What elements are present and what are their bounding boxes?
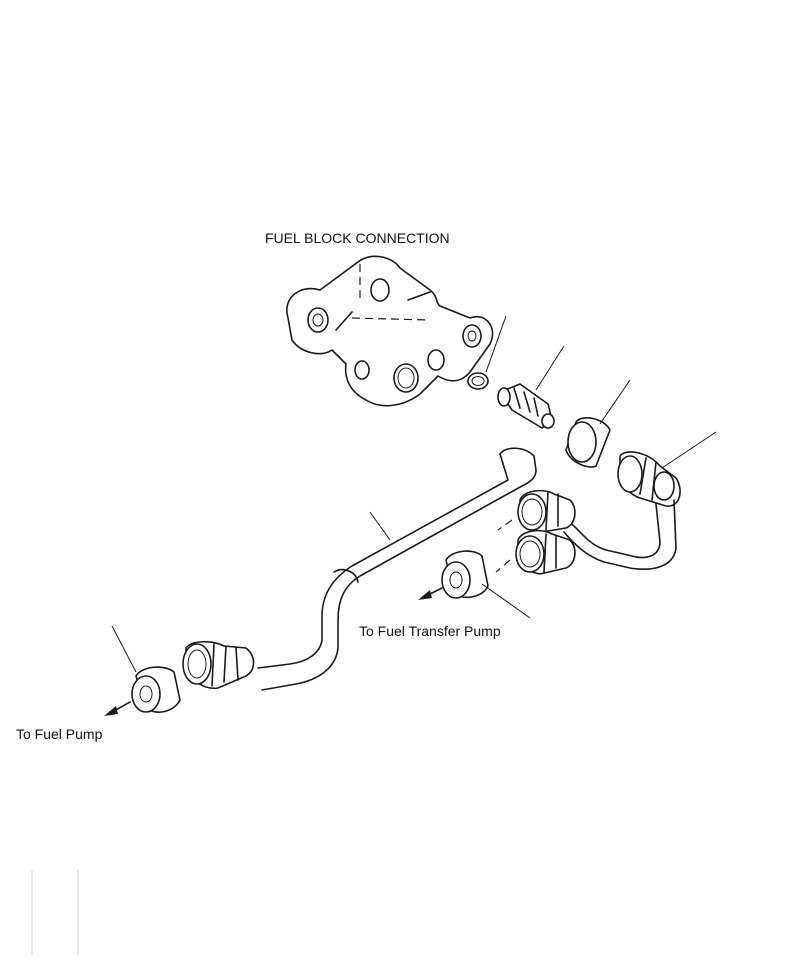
fuel-block bbox=[286, 255, 494, 407]
o-ring-washer bbox=[467, 315, 507, 390]
main-hose bbox=[257, 447, 537, 691]
elbow-fitting-left bbox=[182, 640, 255, 690]
scan-marks bbox=[31, 870, 79, 955]
label-to-fuel-transfer-pump: To Fuel Transfer Pump bbox=[359, 623, 501, 639]
adapter-fitting bbox=[497, 345, 565, 429]
label-to-fuel-pump: To Fuel Pump bbox=[16, 726, 103, 742]
cap-left bbox=[104, 625, 181, 716]
cap-center bbox=[418, 550, 531, 619]
sleeve bbox=[565, 379, 631, 468]
elbow-fitting-right bbox=[617, 431, 717, 507]
tee-fittings bbox=[495, 489, 576, 575]
diagram-title: FUEL BLOCK CONNECTION bbox=[265, 230, 450, 246]
hose-right bbox=[563, 499, 677, 570]
